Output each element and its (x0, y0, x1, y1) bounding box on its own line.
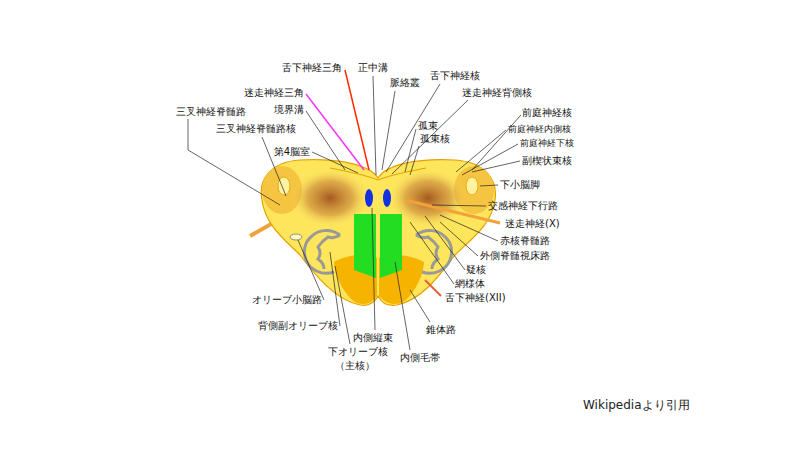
anatomy-label: 前庭神経内側核 (508, 123, 571, 135)
source-note: Wikipediaより引用 (583, 398, 690, 412)
medial-lemniscus (380, 214, 402, 278)
anatomy-label: 舌下神経核 (430, 70, 480, 82)
anatomy-label: 内側縦束 (353, 332, 393, 344)
mlf (383, 189, 391, 207)
anatomy-label: 背側副オリーブ核 (258, 320, 338, 332)
anatomy-label: 三叉神経脊髄路核 (216, 123, 296, 135)
leader-lines (188, 76, 521, 350)
anatomy-label: 境界溝 (274, 104, 304, 116)
mlf (365, 189, 373, 207)
anatomy-label: 第4脳室 (274, 146, 310, 158)
anatomy-label: 交感神経下行路 (488, 200, 558, 212)
anatomy-label: 迷走神経三角 (244, 87, 304, 99)
anatomy-label: 舌下神経(XII) (445, 292, 506, 304)
inferior-olive (416, 231, 452, 274)
anatomy-label: 赤核脊髄路 (500, 235, 550, 247)
anatomy-label: 三叉神経脊髄路 (176, 106, 246, 118)
anatomy-label: 副楔状束核 (522, 155, 572, 167)
tract-oval (278, 177, 290, 195)
anatomy-label: 錐体路 (426, 324, 456, 336)
leader-line (306, 94, 364, 170)
anatomy-label: 下小脳脚 (500, 179, 540, 191)
anatomy-label: 孤束 (418, 120, 438, 132)
tract-oval (466, 177, 478, 195)
anatomy-label: 孤束核 (420, 133, 450, 145)
anatomy-label: 正中溝 (358, 62, 388, 74)
anatomy-label: オリーブ小脳路 (252, 294, 322, 306)
anatomy-label: 内側毛帯 (400, 352, 440, 364)
anatomy-label: 下オリーブ核 (328, 346, 388, 358)
anatomy-label: 疑核 (466, 264, 486, 276)
anatomy-label: 迷走神経(X) (505, 218, 560, 230)
anatomy-label: 前庭神経核 (522, 107, 572, 119)
anatomy-label: 外側脊髄視床路 (480, 250, 550, 262)
vagus-fibre (405, 200, 500, 223)
anatomy-label: （主核） (335, 360, 375, 372)
small-tract (290, 234, 302, 240)
anatomy-label: 脈絡叢 (390, 77, 420, 89)
leader-line (345, 70, 369, 170)
hypoglossal-fibre (425, 280, 441, 296)
anatomy-label: 前庭神経下核 (520, 137, 574, 149)
anatomy-label: 舌下神経三角 (282, 62, 342, 74)
anatomy-label: 網様体 (455, 278, 485, 290)
medulla-outline (261, 160, 495, 306)
anatomy-label: 迷走神経背側核 (462, 87, 532, 99)
